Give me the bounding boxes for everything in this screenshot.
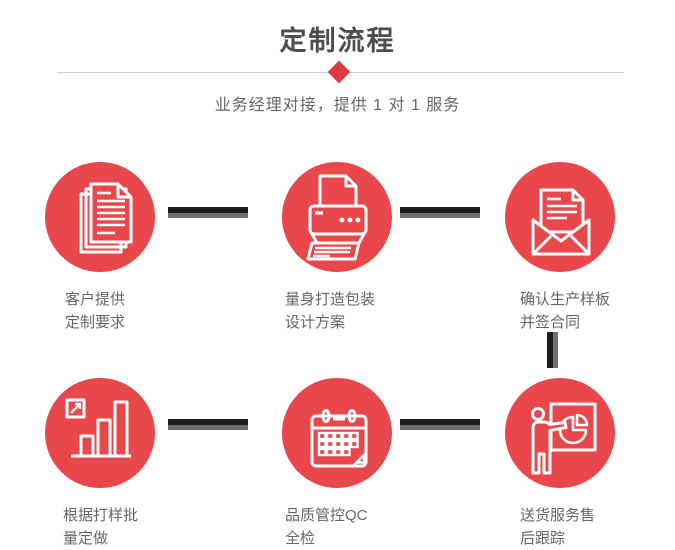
step-label-line: 确认生产样板	[520, 291, 611, 308]
step-label-line: 客户提供	[65, 291, 126, 308]
envelope-icon	[531, 188, 591, 256]
step-circle-6	[505, 378, 615, 488]
page-title: 定制流程	[279, 26, 396, 56]
step-circle-1	[45, 162, 155, 272]
step-label-3: 确认生产样板 并签合同	[520, 288, 610, 334]
step-label-line: 后跟踪	[520, 530, 566, 547]
step-label-line: 并签合同	[520, 314, 581, 331]
printer-icon	[306, 174, 368, 261]
connector-bar-vertical	[547, 332, 558, 368]
page-subtitle: 业务经理对接，提供 1 对 1 服务	[214, 97, 461, 114]
presentation-icon	[531, 402, 597, 475]
step-circle-4	[45, 378, 155, 488]
step-label-line: 全检	[285, 530, 316, 547]
step-label-line: 量身打造包装	[285, 291, 376, 308]
step-circle-2	[282, 162, 392, 272]
connector-bar	[400, 419, 480, 430]
step-label-line: 定制要求	[65, 314, 126, 331]
step-label-line: 品质管控QC	[285, 507, 368, 524]
step-label-5: 品质管控QC 全检	[285, 504, 368, 550]
step-circle-3	[505, 162, 615, 272]
step-label-line: 送货服务售	[520, 507, 596, 524]
calendar-icon	[310, 409, 368, 468]
step-label-line: 根据打样批	[63, 507, 139, 524]
connector-bar	[400, 207, 480, 218]
bar-chart-icon	[65, 398, 131, 458]
connector-bar	[168, 419, 248, 430]
step-label-6: 送货服务售 后跟踪	[520, 504, 595, 550]
step-label-2: 量身打造包装 设计方案	[285, 288, 375, 334]
step-label-1: 客户提供 定制要求	[65, 288, 125, 334]
step-label-line: 设计方案	[285, 314, 346, 331]
step-label-4: 根据打样批 量定做	[63, 504, 138, 550]
documents-icon	[79, 182, 133, 254]
step-label-line: 量定做	[63, 530, 109, 547]
step-circle-5	[282, 378, 392, 488]
connector-bar	[168, 207, 248, 218]
diamond-icon	[327, 60, 351, 84]
